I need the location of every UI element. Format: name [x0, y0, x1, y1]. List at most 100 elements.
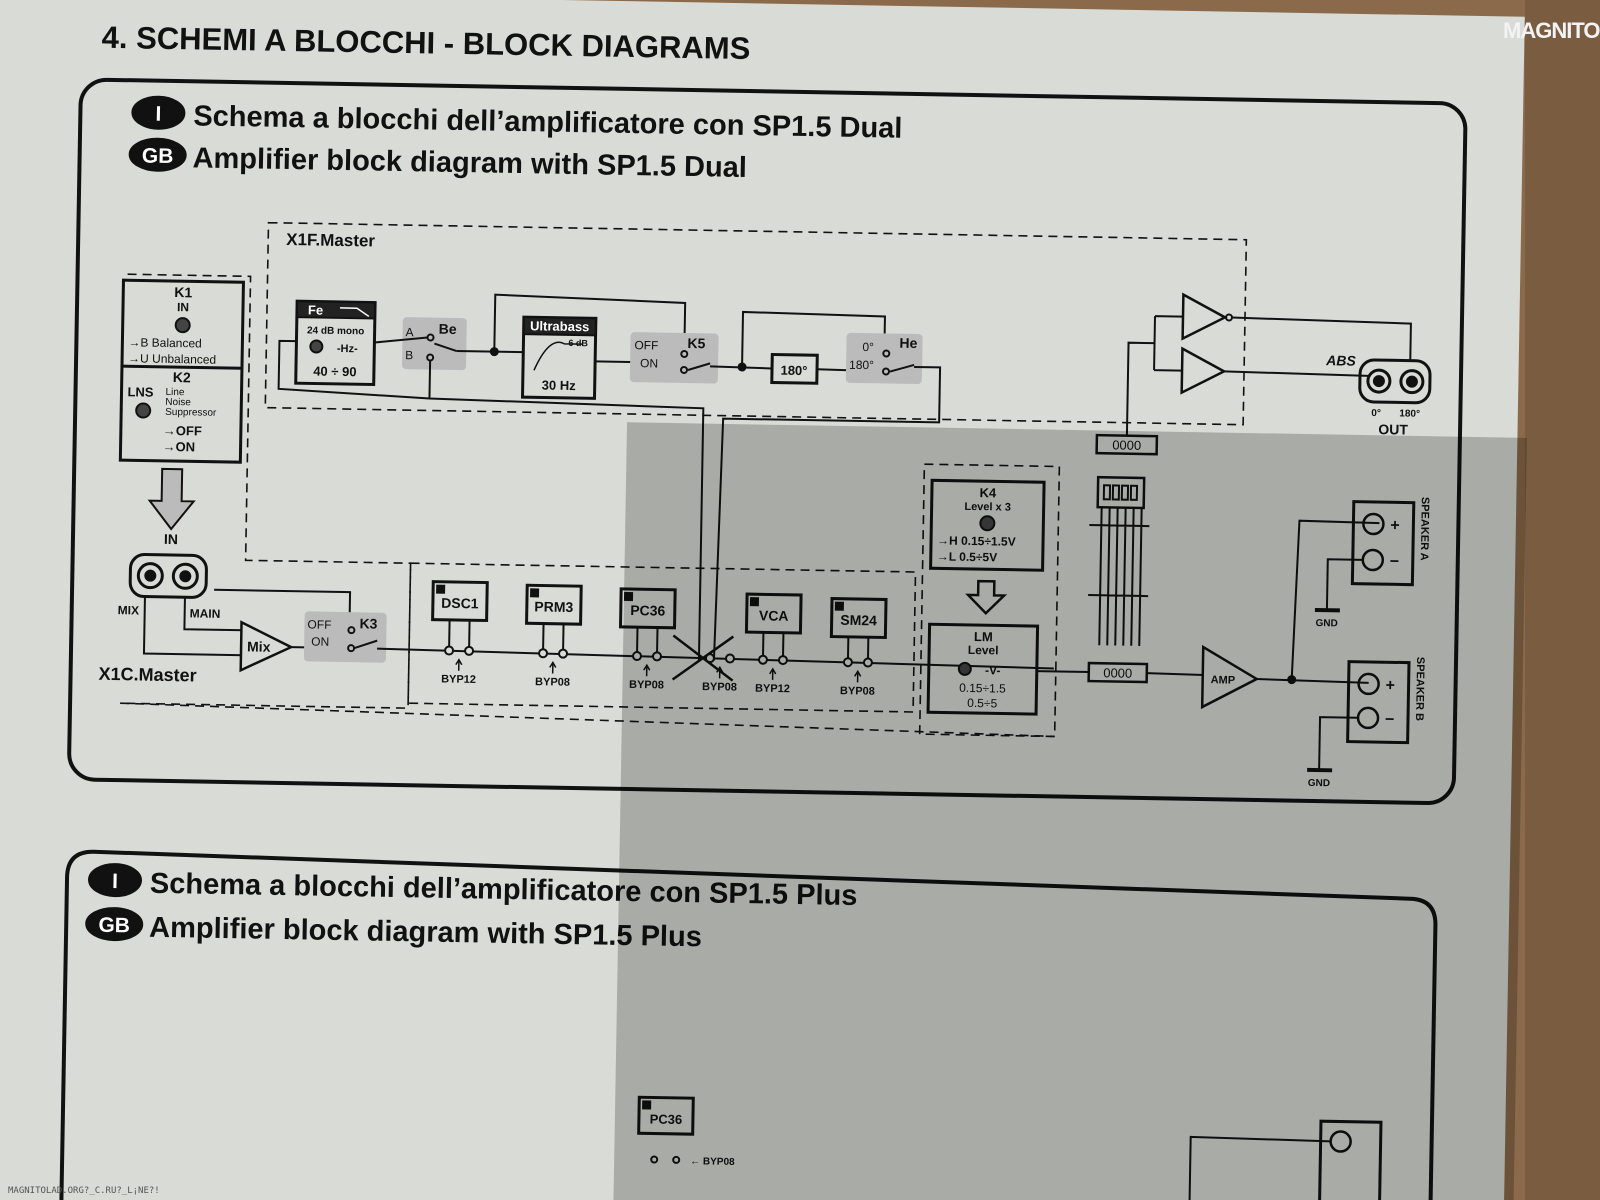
fe-header	[295, 300, 377, 320]
he-contact-b	[882, 367, 891, 376]
x1f-label: X1F.Master	[286, 230, 376, 251]
out-label: OUT	[1378, 421, 1408, 438]
speaker-a-terminal	[1350, 500, 1416, 587]
output-jack-right-icon	[1399, 369, 1425, 395]
lm-r2: 0.5÷5	[967, 696, 998, 711]
module-led-icon	[749, 597, 760, 607]
d2-pc36-block	[637, 1095, 695, 1136]
k1-sub: IN	[177, 300, 189, 314]
x1c-area	[120, 273, 412, 709]
d2-pc36-led	[642, 1100, 652, 1110]
k5-lever	[687, 362, 711, 371]
speaker-a-plus: +	[1390, 517, 1400, 534]
speaker-a-plus-icon	[1362, 512, 1385, 536]
phase-180-label: 180°	[780, 363, 807, 378]
bypass-contact	[777, 655, 788, 666]
bypass-contact	[558, 648, 569, 659]
diagram2-frame	[59, 849, 1438, 1200]
x1f-area	[264, 221, 1248, 426]
module-pc36-block	[618, 587, 677, 630]
fe-range: 40 ÷ 90	[313, 363, 357, 379]
k5-off: OFF	[634, 338, 658, 352]
bypass-arrow-icon	[455, 658, 463, 671]
he-0: 0°	[862, 340, 874, 354]
module-name: DSC1	[441, 595, 479, 612]
k4-opt-l: →L 0.5÷5V	[937, 549, 998, 564]
out-0: 0°	[1371, 408, 1381, 419]
k4-box	[929, 478, 1046, 572]
k1-title: K1	[174, 284, 192, 300]
k4-sub: Level x 3	[964, 501, 1011, 514]
bypass-contact	[842, 657, 853, 668]
k3-lever	[353, 639, 378, 650]
bypass-contact	[464, 645, 475, 656]
module-led-icon	[436, 584, 446, 594]
k2-opt-on: →ON	[162, 439, 195, 455]
buffer-bottom-triangle	[1180, 346, 1227, 395]
k1-opt-u: →U Unbalanced	[128, 351, 216, 367]
d2-byp-label: ← BYP08	[690, 1156, 735, 1168]
bottom-dashed-line	[120, 702, 1055, 738]
k4-opt-h: →H 0.15÷1.5V	[937, 533, 1016, 548]
bypass-contact	[724, 653, 735, 664]
k1-k2-divider	[121, 364, 242, 370]
k2-title: K2	[173, 369, 191, 385]
be-a: A	[405, 325, 413, 339]
d2-lang-badge-gb-text: GB	[98, 914, 130, 938]
wire-bypass-ultrabass	[493, 293, 687, 352]
removed-bypass-cross-icon	[671, 634, 735, 682]
k3-title: K3	[359, 615, 377, 631]
he-180: 180°	[849, 358, 874, 372]
gnd-b-label: GND	[1308, 778, 1330, 789]
d2-speaker-terminal	[1317, 1119, 1383, 1200]
fe-title: Fe	[308, 302, 323, 317]
bypass-label: BYP08	[535, 676, 570, 689]
amp-triangle	[1200, 644, 1260, 710]
module-prm3-block	[525, 583, 583, 626]
k2-opt-off: →OFF	[163, 423, 202, 439]
k2-desc2: Noise	[165, 397, 191, 408]
buffer-top-bubble	[1224, 313, 1233, 322]
k3-on: ON	[311, 634, 329, 648]
ribbon-pin-4	[1129, 484, 1139, 501]
k5-switch-bg	[629, 332, 719, 384]
wire-speakerB-gnd	[1318, 716, 1359, 770]
connector-top-label: 0000	[1112, 437, 1141, 453]
wire-mix-jack	[142, 596, 244, 657]
d2-byp-contact-a	[650, 1155, 659, 1164]
lang-badge-it	[131, 95, 186, 130]
ultrabass-gain: 6 dB	[568, 338, 588, 348]
amp-label: AMP	[1211, 674, 1236, 686]
k2-lns: LNS	[127, 384, 154, 399]
module-dsc1-block	[431, 580, 489, 623]
gnd-a-label: GND	[1315, 618, 1337, 629]
k2-desc3: Suppressor	[165, 407, 217, 419]
ribbon-pin-1	[1102, 484, 1112, 501]
module-led-icon	[530, 588, 540, 598]
k1-k2-box	[118, 278, 245, 464]
section-title: 4. SCHEMI A BLOCCHI - BLOCK DIAGRAMS	[101, 20, 750, 66]
module-vca-block	[744, 592, 803, 635]
footer-url: MAGNITOLAD.ORG?_C.RU?_L¡NE?!	[8, 1186, 160, 1196]
bypass-arrow-icon	[716, 665, 724, 679]
out-180: 180°	[1399, 408, 1420, 419]
k5-on: ON	[640, 356, 658, 370]
speaker-b-terminal	[1346, 660, 1411, 745]
bypass-contact	[862, 657, 873, 668]
bypass-label: BYP12	[755, 683, 790, 696]
output-jack-left-icon	[1366, 368, 1392, 394]
lm-unit: -V-	[985, 663, 1001, 677]
d2-lang-badge-it-text: I	[112, 870, 118, 893]
bypass-label: BYP12	[441, 673, 476, 686]
k5-contact-b	[679, 365, 688, 374]
lm-title: LM	[974, 629, 993, 644]
diagram1-title-gb: Amplifier block diagram with SP1.5 Dual	[192, 142, 747, 184]
ultrabass-freq: 30 Hz	[542, 377, 577, 393]
bypass-contact	[538, 648, 549, 659]
wire-he-return	[712, 365, 942, 661]
ultrabass-curve-icon	[533, 341, 583, 371]
connector-top	[1095, 433, 1159, 456]
